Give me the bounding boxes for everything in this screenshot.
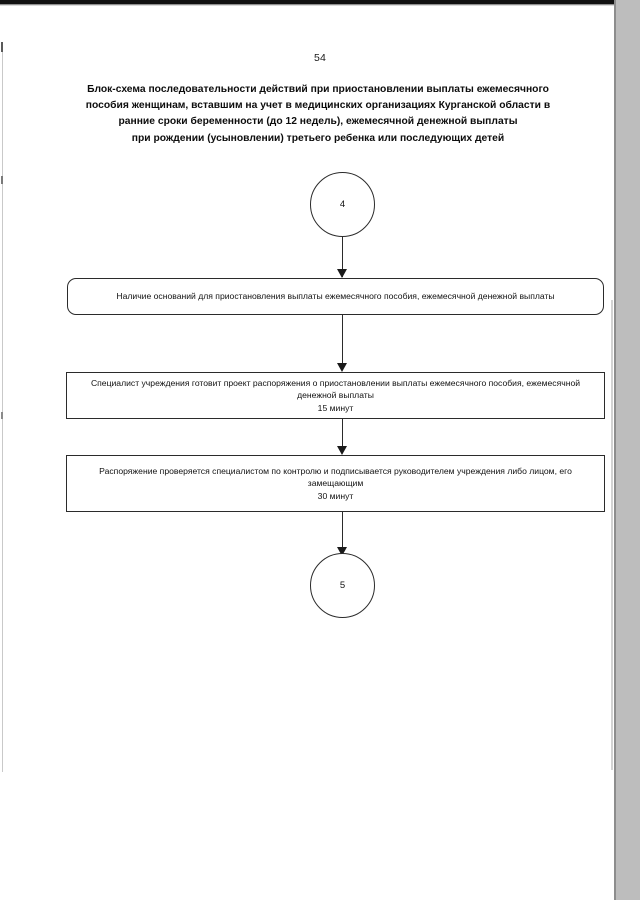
flowchart-node-step-3-text: Распоряжение проверяется специалистом по… — [77, 465, 594, 502]
connector-start-to-step-1 — [342, 237, 344, 277]
scan-artifact-left-tick-middle — [1, 176, 3, 184]
flowchart-node-step-2: Специалист учреждения готовит проект рас… — [66, 372, 605, 419]
flowchart-node-step-1: Наличие оснований для приостановления вы… — [67, 278, 604, 315]
flowchart-node-start-label: 4 — [339, 199, 346, 210]
page-title-line-4: при рождении (усыновлении) третьего ребе… — [131, 132, 505, 144]
scan-artifact-top-band — [0, 0, 640, 4]
scan-artifact-bottom-band — [0, 900, 640, 905]
flowchart-node-step-2-text: Специалист учреждения готовит проект рас… — [77, 377, 594, 414]
scan-artifact-right-edge — [614, 0, 616, 905]
flowchart-node-step-1-line-2: выплаты — [519, 291, 555, 302]
flowchart-node-step-3-duration: 30 минут — [317, 490, 354, 501]
connector-step-3-to-end — [342, 512, 344, 552]
arrowhead-start-to-step-1 — [336, 269, 347, 278]
flowchart-node-step-2-line-1: Специалист учреждения готовит проект рас… — [90, 377, 487, 388]
scan-artifact-right-band — [616, 0, 640, 905]
flowchart-node-step-3: Распоряжение проверяется специалистом по… — [66, 455, 605, 512]
scan-artifact-left-tick-lower — [1, 412, 3, 419]
flowchart-node-step-2-line-2: пособия, ежемесячной денежной выплаты — [297, 377, 581, 401]
scan-artifact-top-fade — [0, 4, 640, 6]
scan-artifact-right-inner-line — [611, 300, 613, 770]
scan-artifact-left-line — [2, 42, 3, 772]
flowchart-node-end-label: 5 — [339, 580, 346, 591]
arrowhead-step-2-to-step-3 — [336, 446, 347, 455]
flowchart-node-step-2-duration: 15 минут — [317, 402, 354, 413]
page-number: 54 — [313, 52, 327, 64]
flowchart-node-step-3-line-1: Распоряжение проверяется специалистом по… — [99, 465, 505, 476]
arrowhead-step-1-to-step-2 — [336, 363, 347, 372]
flowchart-node-end-circle: 5 — [310, 553, 375, 618]
page-title-line-1: Блок-схема последовательности действий п… — [87, 84, 549, 95]
connector-step-2-to-step-3 — [342, 419, 344, 447]
page-title: Блок-схема последовательности действий п… — [64, 82, 572, 147]
connector-step-1-to-step-2 — [342, 315, 344, 365]
scan-artifact-left-tick-upper — [1, 42, 3, 52]
page-title-line-2: пособия женщинам, вставшим на учет в мед… — [85, 100, 551, 112]
flowchart-node-start-circle: 4 — [310, 172, 375, 237]
arrowhead-step-3-to-end — [336, 547, 347, 556]
flowchart-node-step-3-line-2: либо лицом, его замещающим — [307, 465, 572, 489]
flowchart-node-step-1-text: Наличие оснований для приостановления вы… — [78, 290, 593, 302]
page-title-line-3: ранние сроки беременности (до 12 недель)… — [118, 116, 518, 128]
flowchart-node-step-1-line-1: Наличие оснований для приостановления вы… — [116, 291, 518, 302]
